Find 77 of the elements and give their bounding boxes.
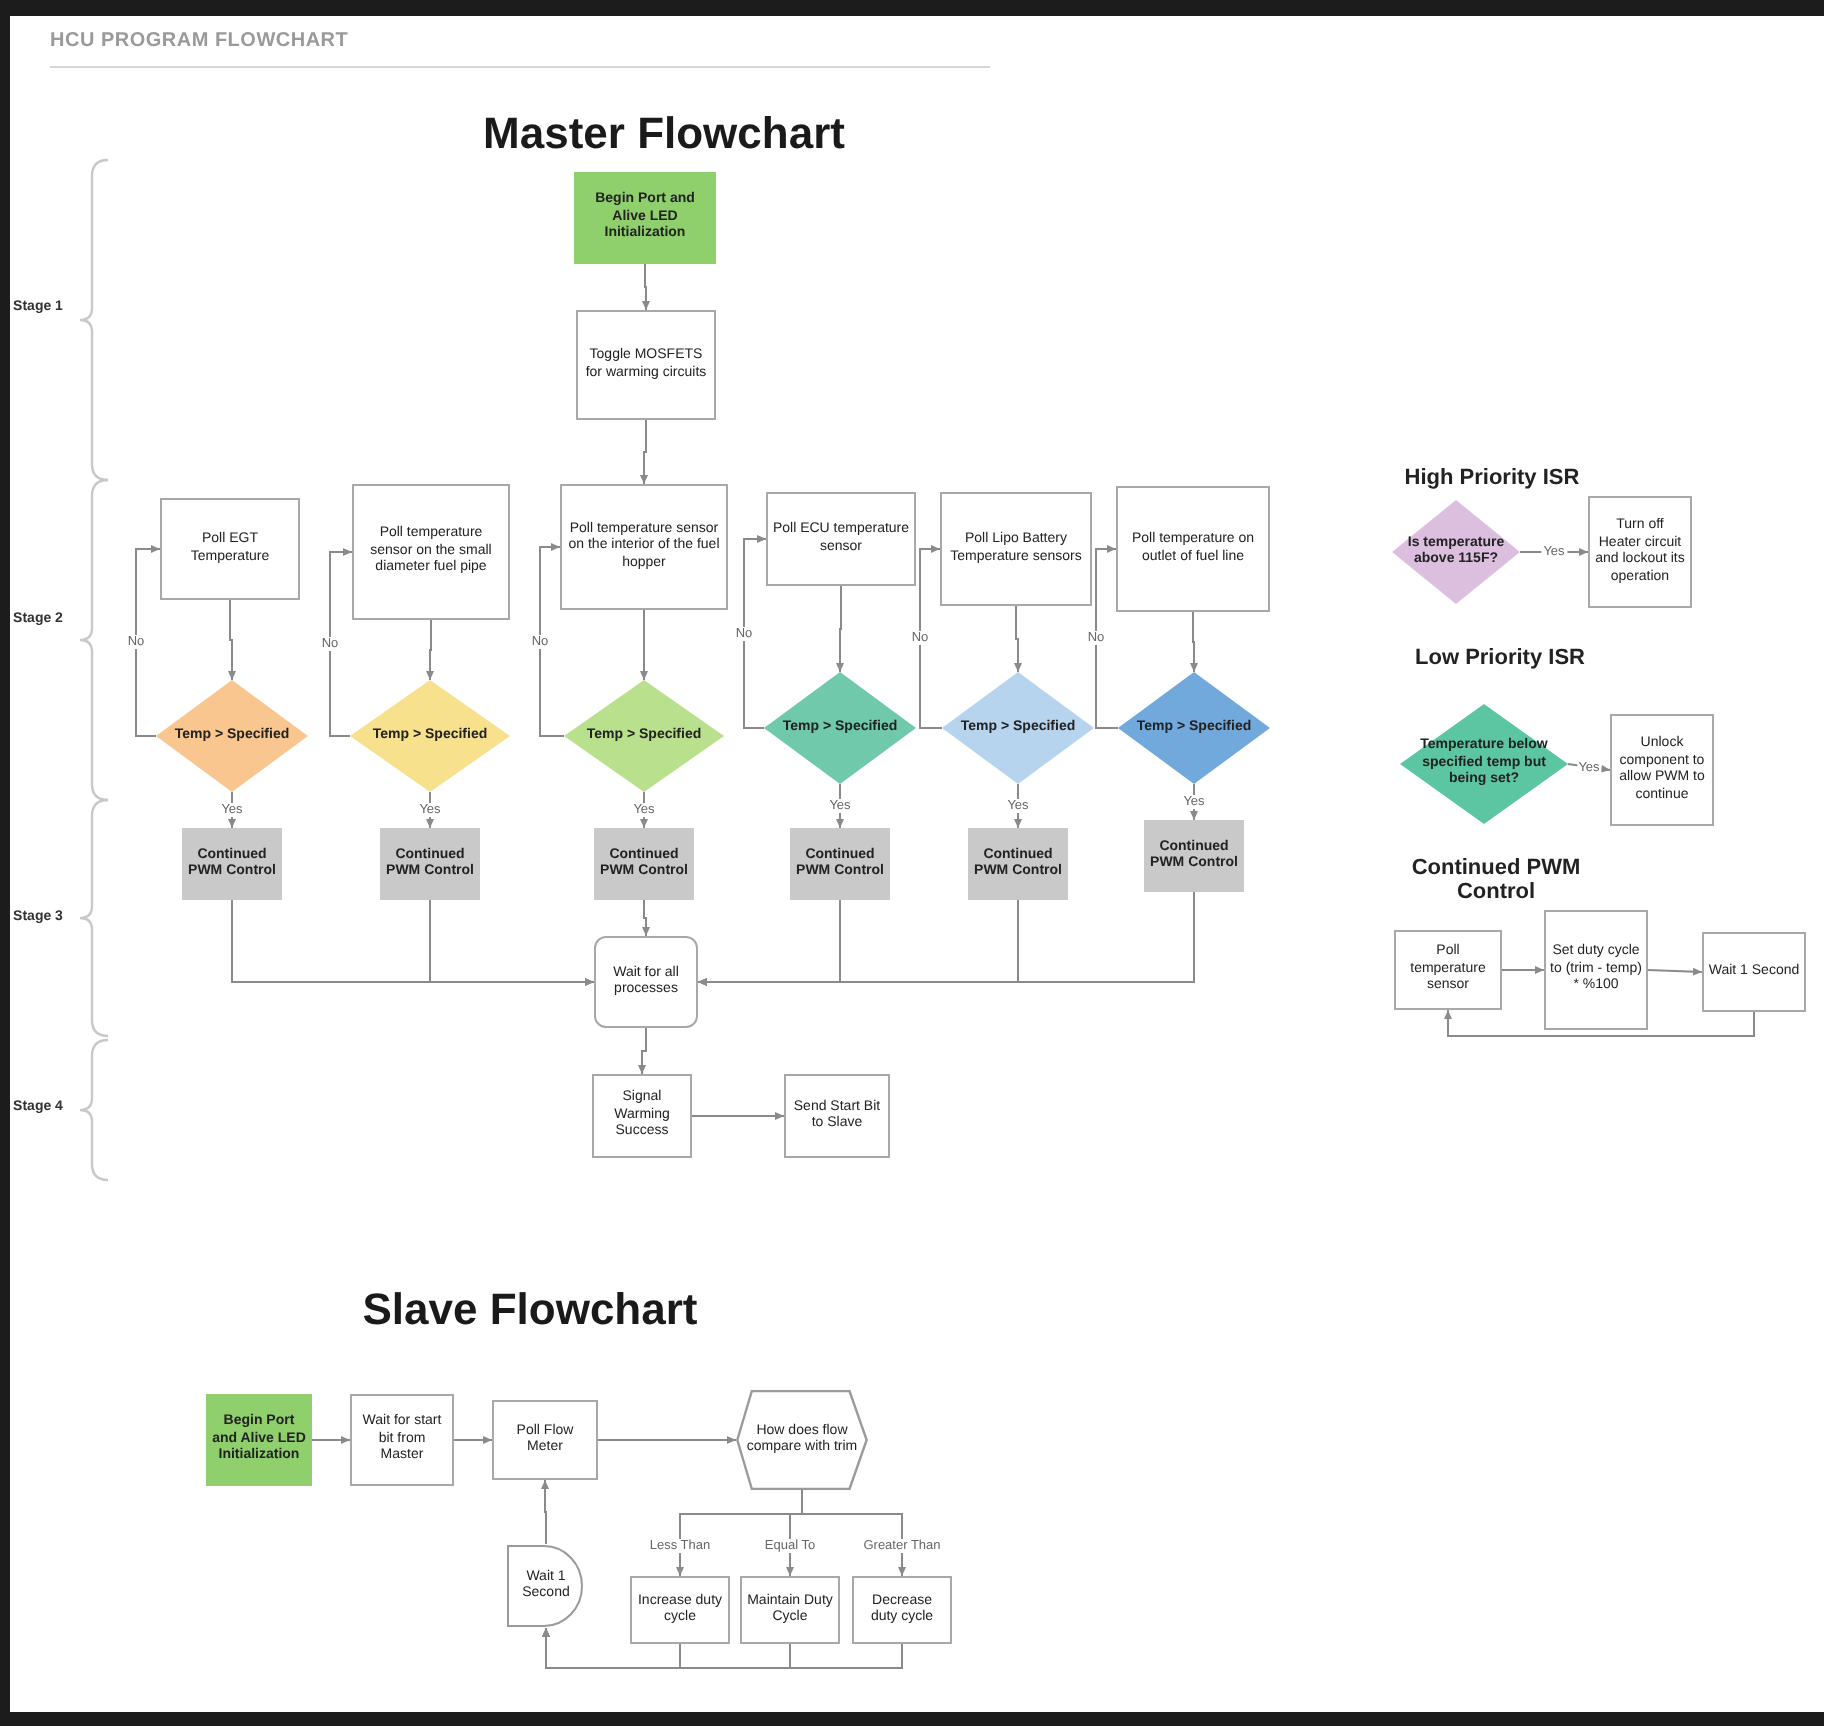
arrow: [597, 1436, 737, 1444]
arrow: [1190, 783, 1198, 821]
arrow: [638, 1027, 647, 1075]
arrow: [1501, 966, 1545, 974]
arrow: [836, 783, 844, 829]
page-title: HCU PROGRAM FLOWCHART: [50, 28, 349, 56]
process-box: [352, 484, 510, 620]
process-box: [492, 1400, 598, 1480]
arrow: [919, 545, 943, 729]
process-box: [1544, 910, 1648, 1030]
arrow: [1647, 967, 1703, 976]
process-box: [630, 1576, 730, 1644]
arrow: [541, 1479, 549, 1545]
decision-diamond: [564, 680, 724, 792]
process-box: [852, 1576, 952, 1644]
decision-diamond: [764, 672, 916, 784]
arrow: [691, 1112, 785, 1120]
decision-diamond: [350, 680, 510, 792]
decision-diamond: [1118, 672, 1270, 784]
arrow: [640, 791, 648, 829]
process-box: [740, 1576, 840, 1644]
section-heading: Continued PWM Control: [1409, 856, 1583, 904]
arrow: [697, 891, 1195, 986]
section-heading: High Priority ISR: [1402, 466, 1582, 490]
process-box: [1394, 930, 1502, 1010]
arrow: [426, 791, 434, 829]
chart-heading: Master Flowchart: [481, 106, 847, 162]
start-box: [574, 172, 716, 264]
chart-heading: Slave Flowchart: [360, 1282, 700, 1338]
arrow: [1190, 611, 1198, 673]
process-box: [1116, 486, 1270, 612]
process-box: [784, 1074, 890, 1158]
decision-diamond: [156, 680, 308, 792]
arrow: [640, 419, 648, 485]
arrow: [743, 535, 767, 729]
process-box: [592, 1074, 692, 1158]
process-box: [350, 1394, 454, 1486]
action-box: [380, 828, 480, 900]
decision-diamond: [1400, 704, 1568, 824]
action-box: [182, 828, 282, 900]
arrow: [642, 263, 650, 311]
arrow: [1444, 1009, 1755, 1037]
start-box: [206, 1394, 312, 1486]
action-box: [594, 828, 694, 900]
arrow: [311, 1436, 351, 1444]
arrow: [135, 545, 161, 737]
arrow: [836, 585, 844, 673]
decision-diamond: [942, 672, 1094, 784]
arrow: [429, 899, 595, 986]
arrow: [539, 543, 565, 737]
process-box: [1588, 496, 1692, 608]
arrow: [1014, 605, 1022, 673]
arrow: [640, 609, 648, 681]
arrow: [426, 619, 434, 681]
process-box: [160, 498, 300, 600]
section-heading: Low Priority ISR: [1413, 646, 1587, 670]
action-box: [790, 828, 890, 900]
arrow: [228, 599, 236, 681]
process-box: [560, 484, 728, 610]
arrow: [329, 548, 353, 737]
arrow: [1095, 545, 1119, 729]
action-box: [968, 828, 1068, 900]
process-box: [594, 936, 698, 1028]
process-box: [1702, 932, 1806, 1012]
action-box: [1144, 820, 1244, 892]
arrow: [228, 791, 236, 829]
arrow: [801, 1489, 906, 1577]
arrow: [642, 899, 650, 937]
arrow: [453, 1436, 493, 1444]
process-box: [1610, 714, 1714, 826]
delay-shape: [506, 1544, 586, 1628]
decision-diamond: [1392, 500, 1520, 604]
process-box: [940, 492, 1092, 606]
arrow: [1014, 783, 1022, 829]
process-box: [576, 310, 716, 420]
arrow: [542, 1627, 903, 1669]
process-box: [766, 492, 916, 586]
